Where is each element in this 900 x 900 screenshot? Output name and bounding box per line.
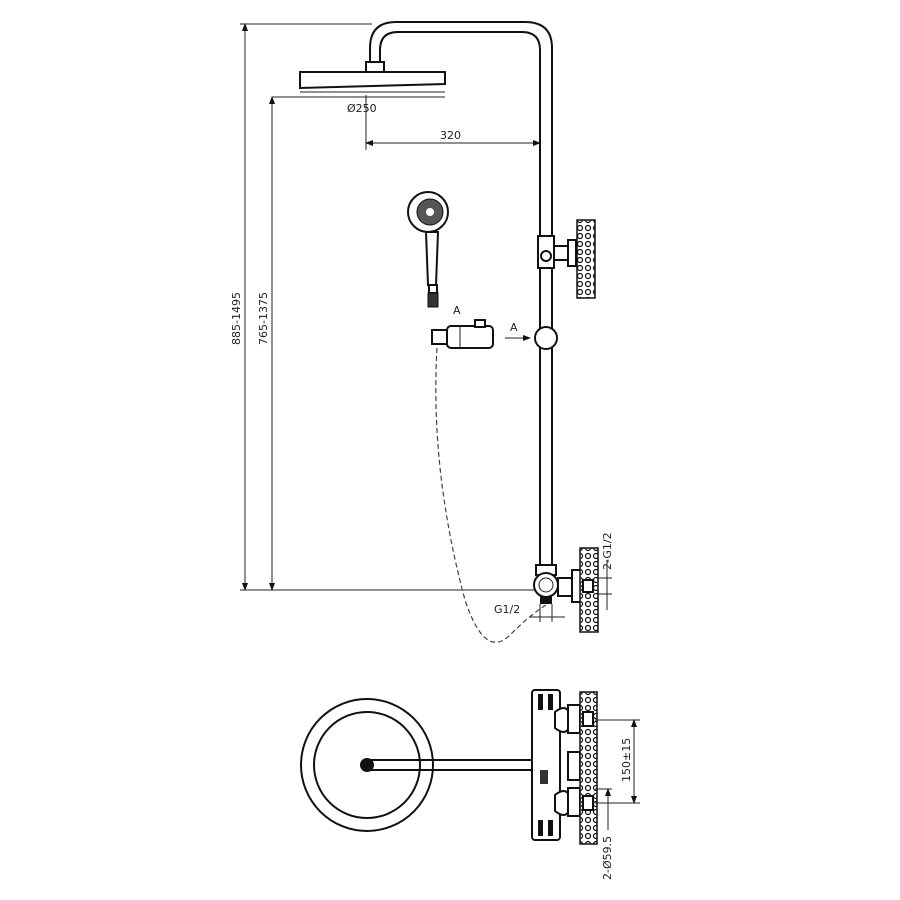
section-mark-right: A bbox=[510, 321, 518, 334]
head-height-label: 765-1375 bbox=[257, 292, 270, 345]
escutcheon-diameter-label: 2-Ø59.5 bbox=[601, 836, 614, 880]
inlet-spacing-label: 150±15 bbox=[620, 738, 633, 782]
hand-shower-holder: A A bbox=[431, 304, 531, 349]
shower-hose bbox=[435, 347, 547, 643]
section-mark-left: A bbox=[453, 304, 461, 317]
total-height-label: 885-1495 bbox=[230, 292, 243, 345]
upper-wall-bracket bbox=[537, 219, 596, 299]
head-diameter-label: Ø250 bbox=[347, 102, 377, 115]
outlet-thread-label: G1/2 bbox=[494, 603, 520, 616]
slider-clamp bbox=[534, 326, 558, 350]
lower-valve bbox=[533, 547, 599, 633]
outlet-thread-dimension: G1/2 bbox=[494, 603, 565, 622]
arm-length-dimension: 320 bbox=[365, 95, 541, 150]
inlet-thread-dimension: 2-G1/2 bbox=[598, 532, 614, 610]
total-height-dimension: 885-1495 bbox=[230, 23, 372, 591]
inlet-thread-label: 2-G1/2 bbox=[601, 532, 614, 570]
escutcheon-diameter-dimension: 2-Ø59.5 bbox=[595, 788, 614, 880]
head-diameter-dimension: Ø250 bbox=[272, 96, 445, 115]
inlet-spacing-dimension: 150±15 bbox=[595, 719, 640, 804]
rain-shower-head bbox=[299, 61, 446, 93]
arm-length-label: 320 bbox=[440, 129, 461, 142]
riser-pipe bbox=[369, 21, 553, 570]
head-height-dimension: 765-1375 bbox=[240, 96, 540, 591]
top-view bbox=[300, 689, 598, 845]
hand-shower bbox=[407, 191, 449, 308]
